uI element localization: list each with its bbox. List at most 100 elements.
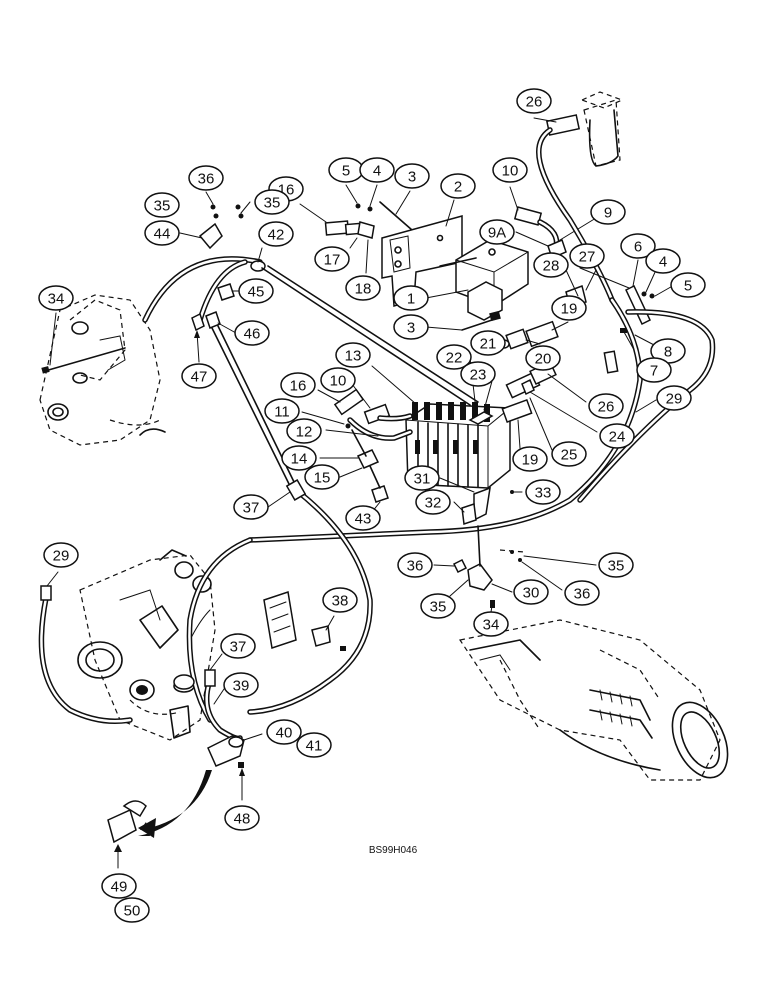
callout-17: 17 bbox=[314, 246, 350, 272]
axle-housing bbox=[459, 619, 729, 781]
callout-number: 3 bbox=[408, 169, 416, 186]
callout-ellipse bbox=[569, 243, 605, 269]
callout-ellipse bbox=[322, 587, 358, 613]
callout-number: 26 bbox=[598, 399, 615, 416]
callout-ellipse bbox=[188, 165, 224, 191]
callout-number: 29 bbox=[53, 548, 70, 565]
callout-number: 45 bbox=[248, 284, 265, 301]
callout-ellipse bbox=[254, 189, 290, 215]
callout-ellipse bbox=[470, 330, 506, 356]
callout-number: 24 bbox=[609, 429, 626, 446]
hose-42 bbox=[142, 247, 266, 323]
callout-35: 35 bbox=[420, 593, 456, 619]
callout-number: 42 bbox=[268, 227, 285, 244]
callout-25: 25 bbox=[551, 441, 587, 467]
callout-43: 43 bbox=[345, 505, 381, 531]
tube-42-to-valve bbox=[261, 265, 479, 406]
callout-number: 44 bbox=[154, 226, 171, 243]
callout-34: 34 bbox=[473, 611, 509, 637]
callout-35: 35 bbox=[144, 192, 180, 218]
callout-number: 37 bbox=[230, 639, 247, 656]
callout-19: 19 bbox=[551, 295, 587, 321]
callout-number: 29 bbox=[666, 391, 683, 408]
callout-3: 3 bbox=[393, 314, 429, 340]
callout-24: 24 bbox=[599, 423, 635, 449]
hose-29-left bbox=[38, 571, 133, 724]
fittings-24-26 bbox=[501, 361, 598, 451]
callout-number: 39 bbox=[233, 678, 250, 695]
callout-ellipse bbox=[397, 552, 433, 578]
callout-ellipse bbox=[415, 489, 451, 515]
callout-22: 22 bbox=[436, 344, 472, 370]
callout-ellipse bbox=[335, 342, 371, 368]
callout-ellipse bbox=[551, 295, 587, 321]
callout-20: 20 bbox=[525, 345, 561, 371]
callout-ellipse bbox=[181, 363, 217, 389]
callout-number: 6 bbox=[634, 239, 642, 256]
callout-number: 14 bbox=[291, 451, 308, 468]
callout-number: 35 bbox=[264, 195, 281, 212]
callout-26: 26 bbox=[588, 393, 624, 419]
filter-and-hose-26 bbox=[533, 91, 624, 303]
callout-ellipse bbox=[394, 163, 430, 189]
callout-32: 32 bbox=[415, 489, 451, 515]
callout-36: 36 bbox=[397, 552, 433, 578]
callout-27: 27 bbox=[569, 243, 605, 269]
left-mount-bracket bbox=[39, 294, 166, 446]
callout-ellipse bbox=[258, 221, 294, 247]
bracket-40-41 bbox=[207, 733, 263, 801]
callout-number: 36 bbox=[407, 558, 424, 575]
callout-13: 13 bbox=[335, 342, 371, 368]
callout-number: 1 bbox=[407, 291, 415, 308]
callout-number: 19 bbox=[561, 301, 578, 318]
callout-36: 36 bbox=[564, 580, 600, 606]
callout-number: 36 bbox=[574, 586, 591, 603]
callout-ellipse bbox=[436, 344, 472, 370]
callout-ellipse bbox=[144, 192, 180, 218]
callout-16: 16 bbox=[280, 372, 316, 398]
callout-29: 29 bbox=[656, 385, 692, 411]
callout-23: 23 bbox=[460, 361, 496, 387]
callout-number: 25 bbox=[561, 447, 578, 464]
callout-ellipse bbox=[286, 418, 322, 444]
callout-38: 38 bbox=[322, 587, 358, 613]
callout-ellipse bbox=[533, 252, 569, 278]
callout-21: 21 bbox=[470, 330, 506, 356]
callout-ellipse bbox=[264, 398, 300, 424]
callout-10: 10 bbox=[492, 157, 528, 183]
callout-number: 35 bbox=[608, 558, 625, 575]
callout-ellipse bbox=[551, 441, 587, 467]
callout-number: 20 bbox=[535, 351, 552, 368]
callout-15: 15 bbox=[304, 464, 340, 490]
callout-number: 21 bbox=[480, 336, 497, 353]
callout-29: 29 bbox=[43, 542, 79, 568]
hose-29-right bbox=[247, 297, 716, 543]
callout-40: 40 bbox=[266, 719, 302, 745]
callout-ellipse bbox=[620, 233, 656, 259]
callout-49: 49 bbox=[101, 873, 137, 899]
callout-ellipse bbox=[393, 285, 429, 311]
callout-42: 42 bbox=[258, 221, 294, 247]
callout-ellipse bbox=[345, 275, 381, 301]
callout-ellipse bbox=[281, 445, 317, 471]
callout-26: 26 bbox=[516, 88, 552, 114]
callout-number: 35 bbox=[430, 599, 447, 616]
callout-number: 4 bbox=[659, 254, 667, 271]
callout-ellipse bbox=[492, 157, 528, 183]
callout-30: 30 bbox=[513, 579, 549, 605]
callout-5: 5 bbox=[670, 272, 706, 298]
callout-number: 34 bbox=[483, 617, 500, 634]
callout-5: 5 bbox=[328, 157, 364, 183]
callout-ellipse bbox=[280, 372, 316, 398]
callout-50: 50 bbox=[114, 897, 150, 923]
callout-36: 36 bbox=[188, 165, 224, 191]
hose-16-upper bbox=[299, 184, 413, 274]
callout-ellipse bbox=[234, 320, 270, 346]
callout-ellipse bbox=[588, 393, 624, 419]
callout-2: 2 bbox=[440, 173, 476, 199]
callout-4: 4 bbox=[645, 248, 681, 274]
callout-10: 10 bbox=[320, 367, 356, 393]
callout-number: 49 bbox=[111, 879, 128, 896]
callout-number: 10 bbox=[330, 373, 347, 390]
